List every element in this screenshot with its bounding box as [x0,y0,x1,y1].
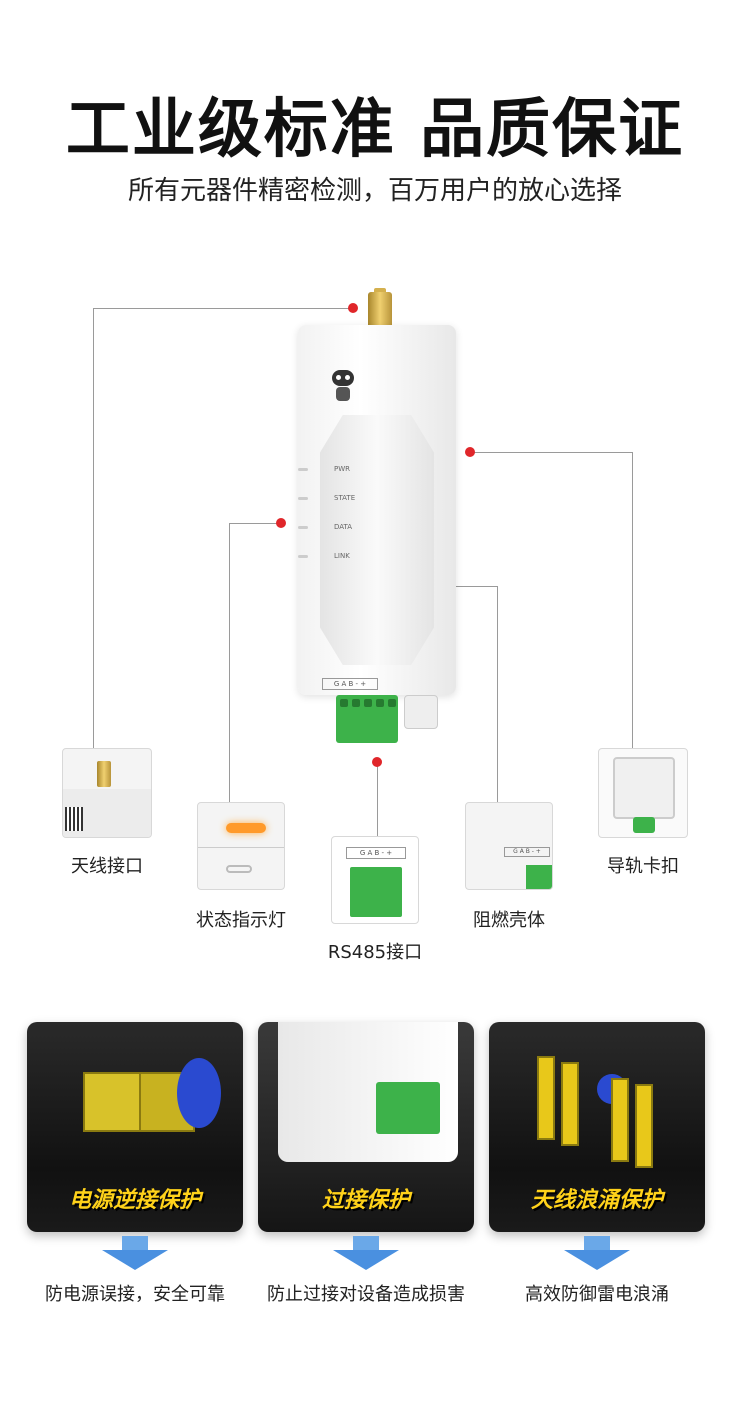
callout-line-rail-v [632,452,633,748]
thumb-shell: G A B - + [465,802,553,890]
arrow-down-icon [102,1236,168,1270]
page-title: 工业级标准 品质保证 [65,93,685,167]
feature-title-reverse-power: 电源逆接保护 [68,1188,201,1213]
feature-card-antenna-surge: 天线浪涌保护 [489,1022,705,1232]
thumb-rail-clip [598,748,688,838]
device-illustration: PWR STATE DATA LINK G A B - + [298,325,456,695]
mount-tab [404,695,438,729]
page-subtitle: 所有元器件精密检测，百万用户的放心选择 [127,176,622,206]
led-link [298,555,308,558]
callout-dot-antenna [348,303,358,313]
feature-card-reverse-power: 电源逆接保护 [27,1022,243,1232]
device-front-panel [320,415,434,665]
callout-line-rail-h [470,452,632,453]
callout-line-shell-h [436,586,498,587]
rs485-thumb-strip: G A B - + [346,847,406,859]
arrow-down-icon [564,1236,630,1270]
callout-dot-rs485 [372,757,382,767]
callout-line-rs485-v [377,762,378,836]
robot-logo-icon [330,370,356,404]
callout-dot-rail [465,447,475,457]
callout-line-led-v [229,523,230,803]
callout-line-antenna-h [93,308,353,309]
thumb-rs485: G A B - + [331,836,419,924]
led-label-data: DATA [334,523,353,531]
thumb-antenna [62,748,152,838]
led-label-link: LINK [334,552,350,560]
caption-rail-clip: 导轨卡扣 [607,856,679,877]
rs485-terminal-block [336,695,398,743]
caption-shell: 阻燃壳体 [473,910,545,931]
feature-card-overconnect: 过接保护 [258,1022,474,1232]
terminal-strip-label: G A B - + [322,678,378,690]
feature-caption-antenna-surge: 高效防御雷电浪涌 [525,1284,669,1305]
led-label-state: STATE [334,494,356,502]
led-data [298,526,308,529]
shell-thumb-strip: G A B - + [504,847,550,857]
callout-dot-led [276,518,286,528]
caption-status-led: 状态指示灯 [196,910,286,931]
caption-antenna: 天线接口 [71,856,143,877]
callout-line-antenna-v [93,308,94,748]
caption-rs485: RS485接口 [327,942,423,963]
feature-title-antenna-surge: 天线浪涌保护 [530,1188,663,1213]
led-label-pwr: PWR [334,465,351,473]
thumb-status-led [197,802,285,890]
feature-caption-reverse-power: 防电源误接，安全可靠 [45,1284,225,1305]
led-pwr [298,468,308,471]
callout-line-led-h [229,523,281,524]
feature-title-overconnect: 过接保护 [321,1188,410,1213]
callout-line-shell-v [497,586,498,802]
arrow-down-icon [333,1236,399,1270]
led-state [298,497,308,500]
feature-caption-overconnect: 防止过接对设备造成损害 [267,1284,465,1305]
